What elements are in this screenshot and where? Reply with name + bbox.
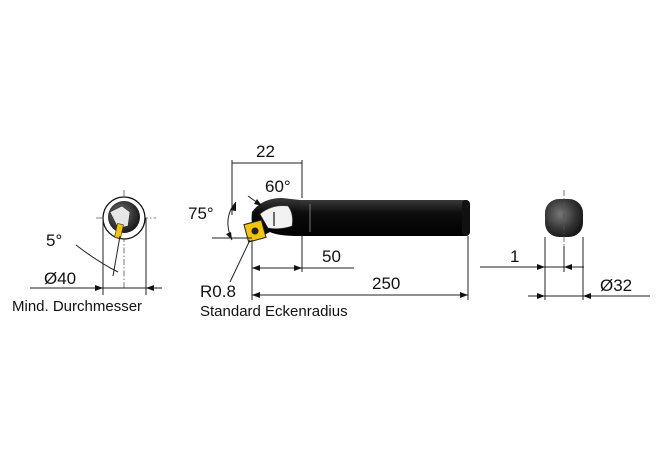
flat-depth-arrow-left [537, 264, 545, 270]
min-bore-arrow-right [146, 285, 154, 291]
end-view: 1 Ø32 [480, 190, 650, 300]
overall-label: 250 [372, 274, 400, 293]
head-length-label: 22 [256, 142, 275, 161]
corner-radius-leader [229, 239, 251, 283]
insert-seat [109, 205, 131, 229]
offset-arrow-left [252, 265, 260, 271]
chamfer-angle-label: 5° [46, 231, 62, 250]
front-view: 5° Ø40 Mind. Durchmesser [12, 190, 162, 315]
flat-depth-label: 1 [510, 247, 519, 266]
chamfer-angle-leader [75, 244, 119, 273]
lead-angle-2-arrow-bottom [226, 232, 232, 240]
corner-radius-label: R0.8 [200, 282, 236, 301]
offset-label: 50 [322, 247, 341, 266]
shank-dia-label: Ø32 [600, 276, 632, 295]
shank-dia-arrow-left [537, 293, 545, 299]
bar-shank-end [462, 200, 470, 236]
lead-angle-2-arrow-top [230, 202, 236, 211]
lead-angle-2-label: 75° [188, 204, 214, 223]
corner-radius-caption: Standard Eckenradius [200, 303, 348, 320]
bar-shank [296, 200, 468, 236]
insert-front [114, 223, 124, 239]
min-bore-caption: Mind. Durchmesser [12, 298, 142, 315]
chamfer-angle-line [112, 235, 121, 277]
min-bore-arrow-left [95, 285, 103, 291]
lead-angle-1-label: 60° [265, 177, 291, 196]
min-bore-label: Ø40 [44, 269, 76, 288]
offset-arrow-right [294, 265, 302, 271]
insert-screw [251, 227, 259, 235]
side-view: 22 60° 75° 50 250 R0.8 Standard Eckenrad… [188, 142, 470, 320]
overall-arrow-right [460, 292, 468, 298]
overall-arrow-left [252, 292, 260, 298]
lead-angle-1-arrow [254, 199, 262, 206]
shank-dia-arrow-right [583, 293, 591, 299]
flat-depth-arrow-right [564, 264, 572, 270]
chip-breaker-face [259, 205, 293, 229]
